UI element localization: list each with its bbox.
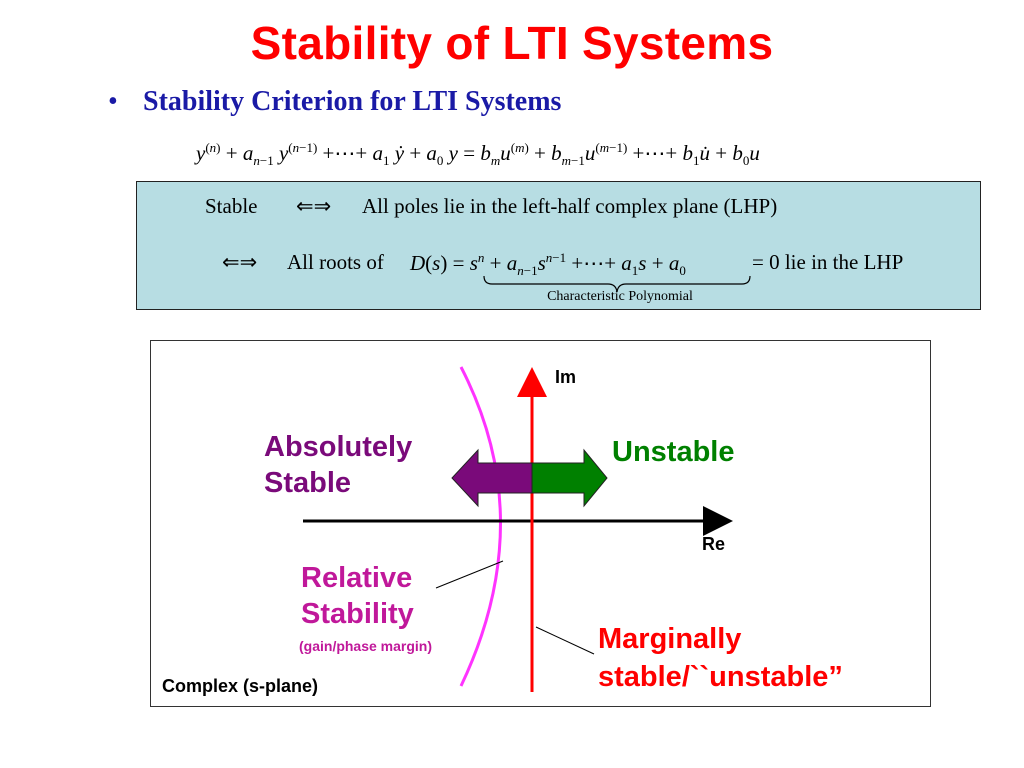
brace-label: Characteristic Polynomial	[547, 289, 693, 304]
criterion-box	[136, 181, 981, 310]
unstable-label: Unstable	[612, 436, 735, 468]
lie-in-lhp-text: = 0 lie in the LHP	[752, 250, 904, 274]
s-plane-diagram	[150, 340, 931, 707]
all-roots-text: All roots of	[287, 250, 384, 274]
bullet-subtitle: Stability Criterion for LTI Systems	[143, 86, 562, 117]
unstable-arrow	[531, 448, 608, 508]
complex-plane-label: Complex (s-plane)	[162, 676, 319, 696]
equivalence-symbol: ⇐⇒	[296, 194, 332, 218]
absolutely-stable-arrow	[451, 448, 533, 508]
re-axis-label: Re	[702, 534, 726, 554]
gain-phase-margin-label: (gain/phase margin)	[299, 638, 433, 654]
im-axis-label: Im	[555, 367, 577, 387]
relative-stability-leader	[435, 560, 504, 589]
equivalence-symbol-2: ⇐⇒	[222, 250, 258, 274]
marginally-stable-label: Marginally stable/``unstable”	[598, 623, 843, 693]
slide-title: Stability of LTI Systems	[250, 17, 774, 69]
stable-label: Stable	[205, 194, 258, 218]
poles-lhp-statement: All poles lie in the left-half complex p…	[362, 194, 778, 218]
ode-equation: y(n) + an−1 y(n−1) +⋯+ a1 ẏ + a0 y = bmu…	[196, 140, 760, 169]
characteristic-polynomial-equation: D(s) = sn + an−1sn−1 +⋯+ a1s + a0	[410, 250, 686, 279]
underbrace	[483, 275, 751, 293]
relative-stability-curve	[459, 366, 502, 687]
marginal-leader	[535, 626, 595, 655]
bullet-dot: •	[108, 86, 118, 117]
absolutely-stable-label: Absolutely Stable	[264, 431, 413, 499]
relative-stability-label: Relative Stability	[301, 562, 414, 630]
